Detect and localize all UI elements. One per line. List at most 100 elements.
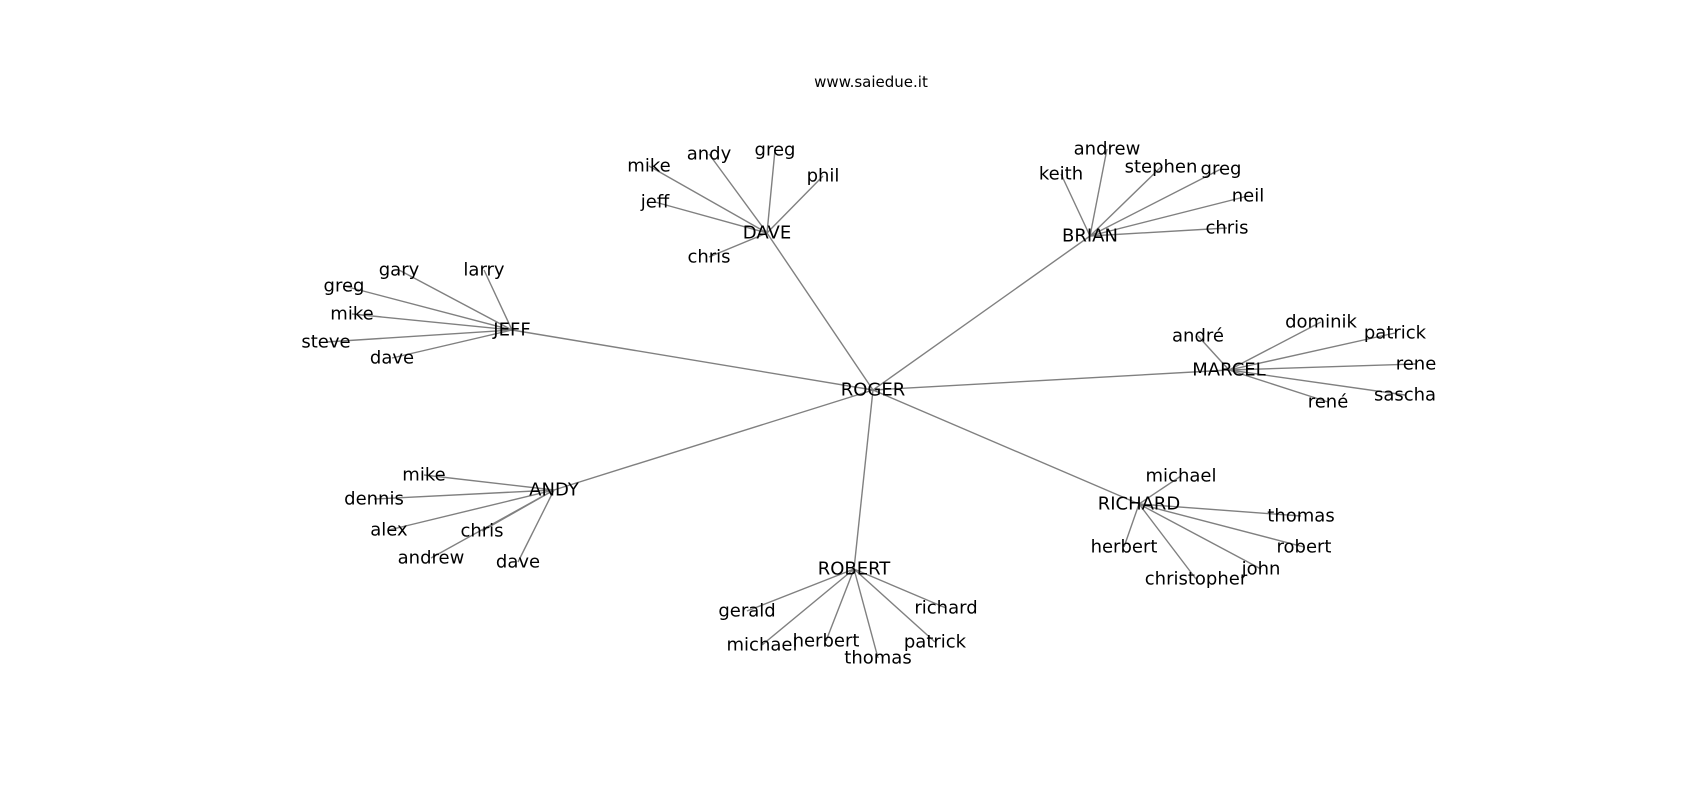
leaf-node-robert-gerald: gerald xyxy=(718,601,775,622)
edge-jeff-steve xyxy=(325,329,513,343)
node-brian: BRIAN xyxy=(1062,226,1118,247)
leaf-node-brian-chris: chris xyxy=(1205,218,1248,239)
edge-brian-neil xyxy=(1089,195,1249,237)
leaf-node-robert-thomas: thomas xyxy=(844,648,911,669)
caption-text: www.saiedue.it xyxy=(814,73,928,91)
edge-marcel-rene xyxy=(1228,369,1329,403)
edge-dave-phil xyxy=(766,175,824,234)
edge-roger-dave xyxy=(766,232,874,391)
leaf-node-jeff-gary: gary xyxy=(379,260,420,281)
edge-roger-richard xyxy=(872,389,1140,505)
node-marcel: MARCEL xyxy=(1192,360,1265,381)
edge-robert-richard xyxy=(853,568,947,609)
edge-robert-thomas xyxy=(853,568,879,659)
edge-robert-herbert xyxy=(825,568,855,642)
leaf-node-jeff-steve: steve xyxy=(301,332,350,353)
edge-marcel-dominik xyxy=(1228,321,1322,371)
leaf-node-dave-andy: andy xyxy=(687,144,732,165)
leaf-node-marcel-dominik: dominik xyxy=(1285,312,1357,333)
edge-brian-greg xyxy=(1089,168,1222,237)
edge-brian-stephen xyxy=(1089,166,1162,237)
edge-robert-patrick xyxy=(853,568,936,643)
leaf-node-marcel-andre: andré xyxy=(1172,326,1224,347)
leaf-node-robert-michael: michael xyxy=(727,635,798,656)
leaf-node-richard-christopher: christopher xyxy=(1145,569,1248,590)
node-dave: DAVE xyxy=(743,223,791,244)
edge-roger-marcel xyxy=(872,369,1230,391)
edge-jeff-dave xyxy=(391,329,513,359)
node-roger: ROGER xyxy=(841,380,906,401)
leaf-node-andy-andrew: andrew xyxy=(398,548,465,569)
leaf-node-marcel-sascha: sascha xyxy=(1374,385,1436,406)
edge-richard-robert xyxy=(1138,503,1305,548)
leaf-node-robert-patrick: patrick xyxy=(904,632,967,653)
leaf-node-brian-greg: greg xyxy=(1201,159,1242,180)
edge-roger-robert xyxy=(853,389,874,570)
edge-dave-chris xyxy=(708,232,768,258)
edge-andy-andrew xyxy=(430,489,555,559)
leaf-node-dave-chris: chris xyxy=(687,247,730,268)
edge-brian-chris xyxy=(1089,227,1228,237)
node-andy: ANDY xyxy=(529,480,580,501)
edge-richard-christopher xyxy=(1138,503,1197,580)
leaf-node-brian-andrew: andrew xyxy=(1074,139,1141,160)
leaf-node-richard-thomas: thomas xyxy=(1267,506,1334,527)
edge-richard-herbert xyxy=(1123,503,1140,548)
leaf-node-marcel-patrick: patrick xyxy=(1364,323,1427,344)
leaf-node-andy-chris: chris xyxy=(460,521,503,542)
edge-jeff-gary xyxy=(398,269,513,331)
leaf-node-brian-neil: neil xyxy=(1232,186,1264,207)
edge-dave-mike xyxy=(648,165,768,234)
leaf-node-robert-herbert: herbert xyxy=(793,631,860,652)
leaf-node-andy-alex: alex xyxy=(370,520,408,541)
edge-roger-jeff xyxy=(511,329,874,391)
edge-jeff-greg xyxy=(343,285,513,331)
leaf-node-dave-phil: phil xyxy=(807,166,840,187)
edge-brian-keith xyxy=(1060,173,1091,237)
leaf-node-jeff-greg: greg xyxy=(324,276,365,297)
edge-marcel-sascha xyxy=(1228,369,1406,396)
leaf-node-marcel-rene: rené xyxy=(1308,392,1349,413)
edge-marcel-andre xyxy=(1197,335,1230,371)
edge-dave-andy xyxy=(708,153,768,234)
leaf-node-andy-dave: dave xyxy=(496,552,540,573)
node-jeff: JEFF xyxy=(492,320,530,341)
leaf-node-robert-richard: richard xyxy=(914,598,977,619)
edge-robert-michael xyxy=(761,568,855,646)
leaf-node-andy-dennis: dennis xyxy=(344,489,404,510)
edge-dave-jeff xyxy=(654,201,768,234)
leaf-node-brian-stephen: stephen xyxy=(1125,157,1198,178)
leaf-node-jeff-mike: mike xyxy=(330,304,373,325)
edge-brian-andrew xyxy=(1089,148,1108,237)
leaf-node-brian-keith: keith xyxy=(1039,164,1083,185)
node-robert: ROBERT xyxy=(818,559,892,580)
edge-richard-michael xyxy=(1138,475,1182,505)
node-richard: RICHARD xyxy=(1098,494,1181,515)
leaf-node-dave-mike: mike xyxy=(627,156,670,177)
edge-andy-dave xyxy=(517,489,555,563)
edge-jeff-mike xyxy=(351,313,513,331)
leaf-node-jeff-larry: larry xyxy=(463,260,505,281)
edge-andy-alex xyxy=(388,489,555,531)
edge-roger-brian xyxy=(872,235,1091,391)
edge-andy-mike xyxy=(423,474,555,491)
leaf-node-jeff-dave: dave xyxy=(370,348,414,369)
leaf-node-richard-john: john xyxy=(1241,559,1281,580)
leaf-node-richard-robert: robert xyxy=(1277,537,1332,558)
edge-marcel-rene xyxy=(1228,363,1417,371)
edge-robert-gerald xyxy=(746,568,855,612)
edge-layer xyxy=(325,148,1417,659)
leaf-node-dave-jeff: jeff xyxy=(640,192,670,213)
leaf-node-richard-herbert: herbert xyxy=(1091,537,1158,558)
edge-andy-dennis xyxy=(373,489,555,500)
edge-roger-andy xyxy=(553,389,874,491)
leaf-node-andy-mike: mike xyxy=(402,465,445,486)
leaf-node-richard-michael: michael xyxy=(1146,466,1217,487)
edge-dave-greg xyxy=(766,149,776,234)
edge-marcel-patrick xyxy=(1228,332,1396,371)
edge-richard-thomas xyxy=(1138,503,1302,517)
leaf-node-dave-greg: greg xyxy=(755,140,796,161)
leaf-node-marcel-rene: rene xyxy=(1396,354,1437,375)
node-layer: ROGER DAVE mike andy greg phil jeff chris BRIAN k… xyxy=(301,139,1436,669)
